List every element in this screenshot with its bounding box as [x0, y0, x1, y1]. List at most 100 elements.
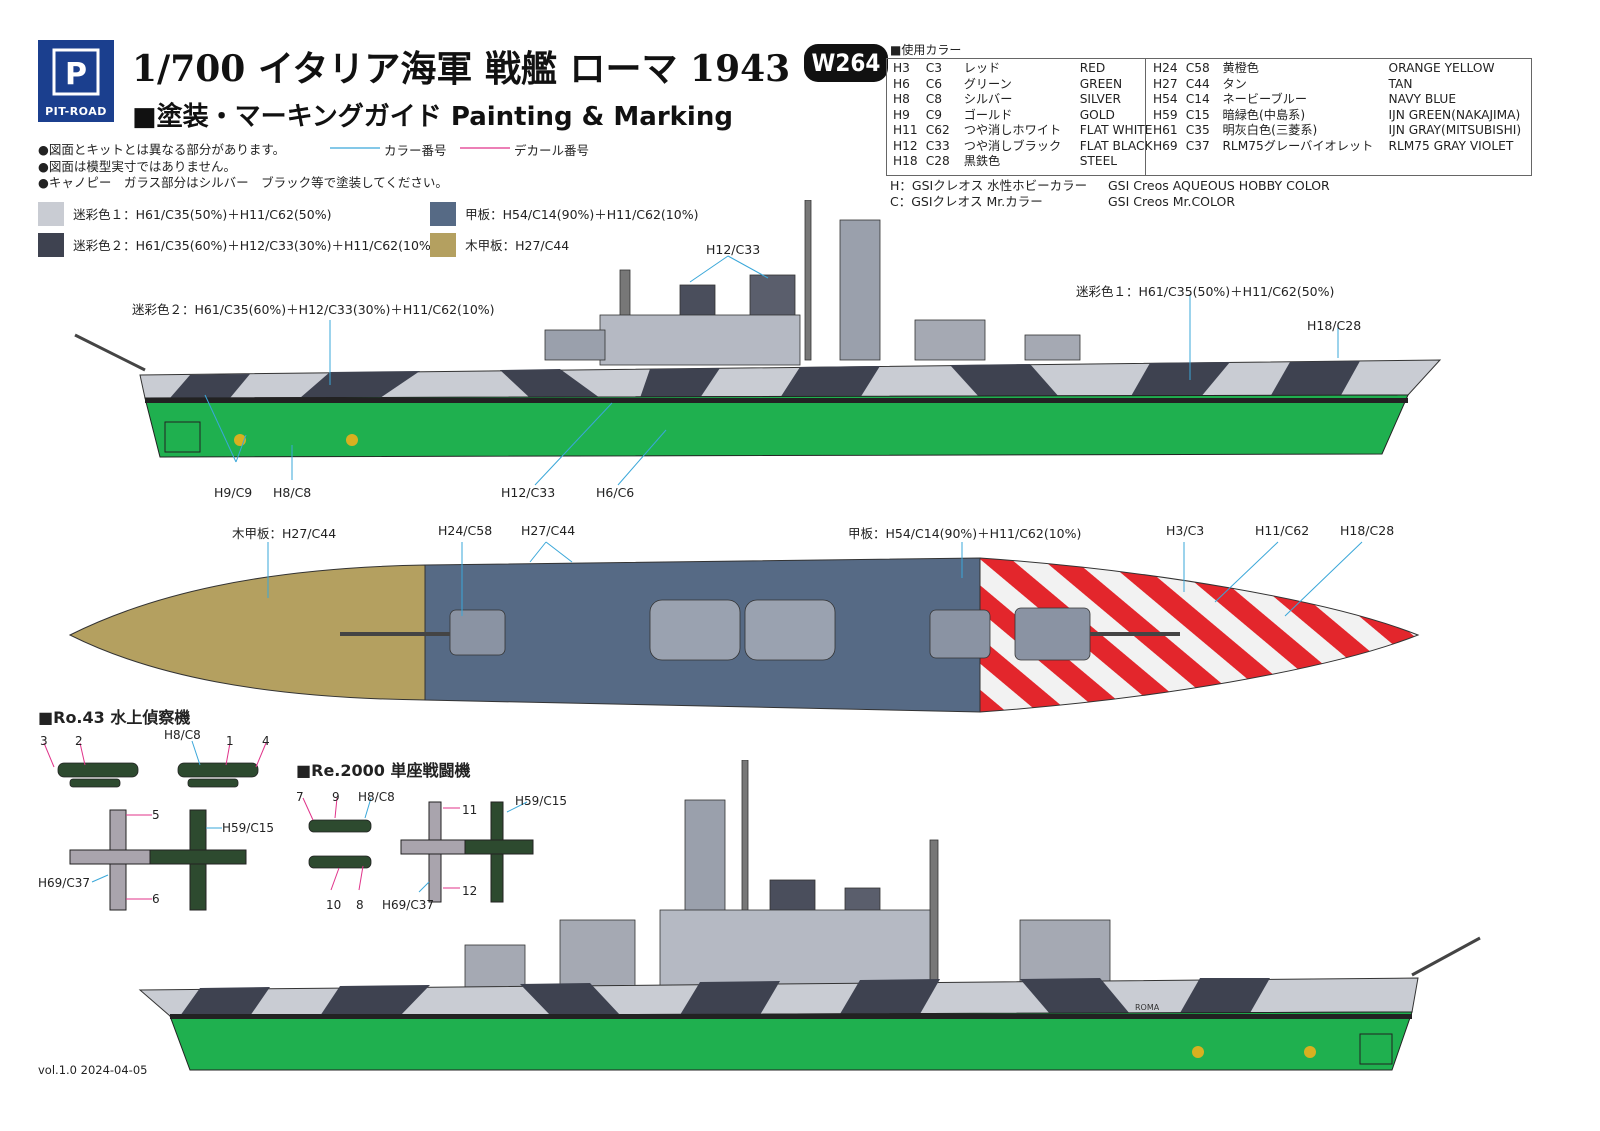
ro43-label: 1	[226, 734, 234, 748]
page-subtitle: ■塗装・マーキングガイド Painting & Marking	[132, 102, 733, 132]
ro43-label: H8/C8	[164, 728, 201, 742]
pit-road-logo: P PIT-ROAD	[38, 40, 114, 122]
ro43-section-title: ■Ro.43 水上偵察機	[38, 708, 191, 727]
color-table-cell: つや消しホワイト	[963, 123, 1062, 137]
label-h18c28-top: H18/C28	[1340, 523, 1395, 538]
label-steel-deck: 甲板：H54/C14(90%)＋H11/C62(10%)	[848, 526, 1082, 541]
line-legend	[330, 147, 510, 149]
ro43-label: 2	[75, 734, 83, 748]
color-table-cell: つや消しブラック	[963, 138, 1062, 153]
re2000-label: H69/C37	[382, 898, 434, 912]
color-table-cell: ゴールド	[963, 107, 1013, 122]
aircraft-crane	[1411, 936, 1481, 977]
color-table-cell: H6	[893, 76, 910, 91]
label-h12c33-funnels: H12/C33	[706, 242, 761, 257]
side-view-drawing	[74, 200, 1442, 486]
color-table-cell: H11	[893, 123, 918, 137]
re2000-side-views	[308, 819, 372, 869]
re2000-label: H8/C8	[358, 790, 395, 804]
color-table-cell: H24	[1153, 61, 1178, 75]
color-table-cell: H59	[1153, 107, 1178, 122]
superstructure	[544, 200, 1081, 366]
label-h24c58: H24/C58	[438, 523, 493, 538]
propeller	[346, 434, 358, 446]
port-side-view-drawing: ROMA	[138, 760, 1481, 1071]
color-table-cell: C58	[1185, 61, 1210, 75]
color-table-cell: C3	[925, 61, 942, 75]
color-table-cell: 明灰白色(三菱系)	[1222, 123, 1318, 137]
ro43-decal-lines	[43, 742, 267, 900]
recognition-stripes	[979, 557, 1420, 713]
color-table-row: H24 C58 黄橙色 ORANGE YELLOW	[1149, 61, 1531, 77]
color-swatch	[38, 202, 64, 226]
propeller	[1192, 1046, 1204, 1058]
re2000-label: 9	[332, 790, 340, 804]
color-table-cell: NAVY BLUE	[1388, 92, 1457, 106]
color-table-cell: SILVER	[1079, 92, 1121, 106]
label-h6c6: H6/C6	[596, 485, 635, 500]
top-leader-lines	[267, 541, 1363, 617]
ro43-label: 4	[262, 734, 270, 748]
label-camo2: 迷彩色２：H61/C35(60%)＋H12/C33(30%)＋H11/C62(1…	[132, 302, 495, 317]
color-table-cell: H12	[893, 138, 918, 153]
color-table-cell: TAN	[1388, 76, 1413, 91]
color-table-cell: タン	[1222, 76, 1247, 91]
note-item: ●キャノピー ガラス部分はシルバー ブラック等で塗装してください。	[38, 175, 448, 190]
svg-text:P: P	[65, 57, 87, 92]
label-h27c44: H27/C44	[521, 523, 576, 538]
boot-topping	[145, 398, 1408, 403]
color-table-cell: H54	[1153, 92, 1178, 106]
ro43-label: H59/C15	[222, 821, 274, 835]
color-table-cell: C28	[925, 154, 950, 168]
decal-number-legend: デカール番号	[514, 143, 590, 158]
ro43-label: H69/C37	[38, 876, 90, 890]
color-table-cell: C62	[925, 123, 950, 137]
rudder	[1359, 1033, 1393, 1065]
note-item: ●図面は模型実寸ではありません。	[38, 158, 237, 174]
swatch-deck: 甲板：H54/C14(90%)＋H11/C62(10%)	[430, 202, 698, 226]
notes: ●図面とキットとは異なる部分があります。 ●図面は模型実寸ではありません。 ●キ…	[38, 142, 448, 192]
color-table-cell: ネービーブルー	[1222, 92, 1308, 106]
color-table-cell: RLM75 GRAY VIOLET	[1388, 138, 1514, 153]
version-label: vol.1.0 2024-04-05	[38, 1063, 148, 1077]
color-table-cell: C33	[925, 138, 950, 153]
camo-pattern	[170, 361, 1360, 398]
port-superstructure	[464, 760, 1111, 991]
swatch-camo1: 迷彩色１：H61/C35(50%)＋H11/C62(50%)	[38, 202, 331, 226]
re2000-section-title: ■Re.2000 単座戦闘機	[296, 761, 471, 780]
re2000-label: H59/C15	[515, 794, 567, 808]
ro43-label: 3	[40, 734, 48, 748]
label-h3c3: H3/C3	[1166, 523, 1205, 538]
rudder	[164, 421, 201, 453]
label-wood-deck: 木甲板：H27/C44	[232, 526, 337, 541]
color-table-cell: IJN GRAY(MITSUBISHI)	[1388, 123, 1522, 137]
color-table-cell: ORANGE YELLOW	[1388, 61, 1495, 75]
color-table-cell: C35	[1185, 123, 1210, 137]
color-table-cell: 黒鉄色	[963, 154, 1001, 168]
color-table-row: H12 C33 つや消しブラック FLAT BLACK	[889, 139, 1164, 155]
re2000-label: 11	[462, 803, 478, 817]
re2000-label: 10	[326, 898, 342, 912]
color-table-cell: RED	[1079, 61, 1106, 75]
label-h18c28-side: H18/C28	[1307, 318, 1362, 333]
aircraft-crane	[74, 333, 146, 372]
color-table-cell: 黄橙色	[1222, 61, 1259, 75]
color-table-cell: GOLD	[1079, 107, 1115, 122]
color-table-cell: グリーン	[963, 76, 1012, 91]
color-table-cell: FLAT BLACK	[1079, 138, 1153, 153]
color-table-row: H54 C14 ネービーブルー NAVY BLUE	[1149, 92, 1531, 108]
color-table-cell: H3	[893, 61, 910, 75]
color-table-cell: C14	[1185, 92, 1210, 106]
color-table-cell: IJN GREEN(NAKAJIMA)	[1388, 107, 1521, 122]
label-h8c8-side: H8/C8	[273, 485, 312, 500]
color-table-cell: H8	[893, 92, 910, 106]
ro43-label: 5	[152, 808, 160, 822]
